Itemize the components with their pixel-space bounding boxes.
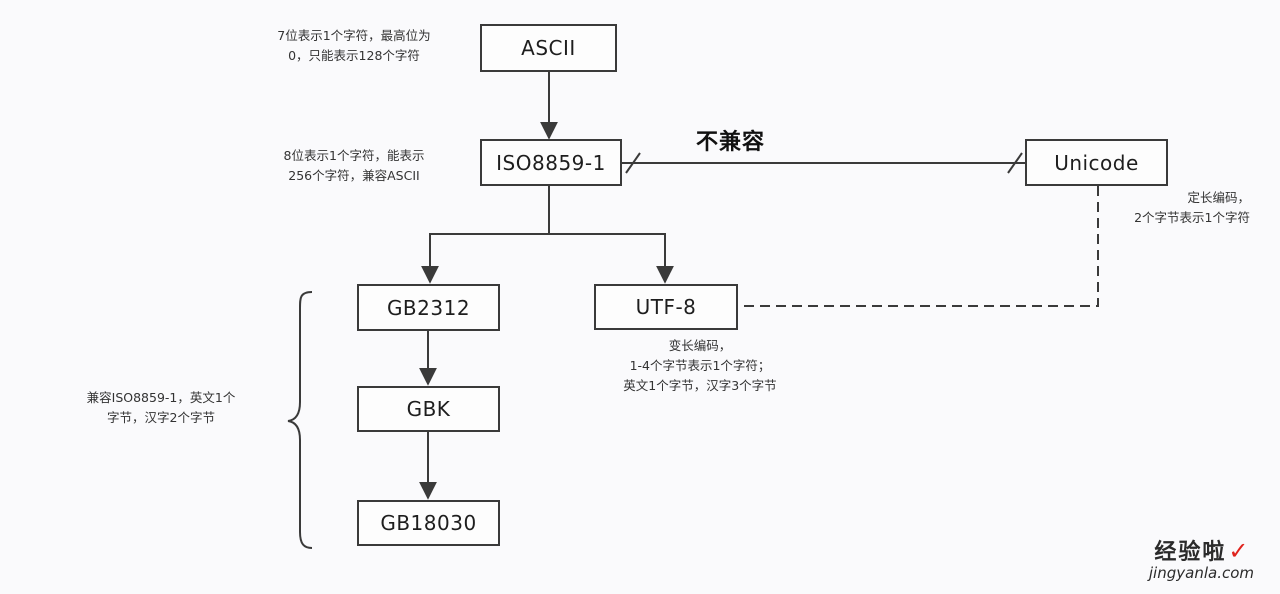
note-utf8: 变长编码， 1-4个字节表示1个字符； 英文1个字节，汉字3个字节 xyxy=(580,336,820,396)
node-ascii: ASCII xyxy=(480,24,617,72)
note-gb-line1: 兼容ISO8859-1，英文1个 xyxy=(86,390,236,405)
checkmark-icon: ✓ xyxy=(1228,537,1249,565)
node-gbk-label: GBK xyxy=(406,397,451,421)
note-utf8-line2: 1-4个字节表示1个字符； xyxy=(629,358,771,373)
note-gb-family: 兼容ISO8859-1，英文1个 字节，汉字2个字节 xyxy=(48,388,274,428)
arrow-iso-branch xyxy=(421,186,550,284)
node-unicode-label: Unicode xyxy=(1054,150,1139,175)
node-gb2312-label: GB2312 xyxy=(386,295,471,320)
gb-family-brace xyxy=(287,291,313,549)
note-utf8-line3: 英文1个字节，汉字3个字节 xyxy=(623,378,777,393)
node-gb2312: GB2312 xyxy=(357,284,500,331)
node-gb18030: GB18030 xyxy=(357,500,500,546)
arrow-iso-to-utf8 xyxy=(549,233,674,284)
note-ascii-line1: 7位表示1个字符，最高位为 xyxy=(277,28,431,43)
node-utf8-label: UTF-8 xyxy=(635,295,697,319)
note-utf8-line1: 变长编码， xyxy=(668,338,732,353)
node-gbk: GBK xyxy=(357,386,500,432)
note-unicode: 定长编码， 2个字节表示1个字符 xyxy=(1060,188,1250,228)
watermark-url: jingyanla.com xyxy=(1148,564,1254,582)
node-ascii-label: ASCII xyxy=(521,36,576,60)
watermark-text: 经验啦 xyxy=(1154,540,1227,565)
note-unicode-line2: 2个字节表示1个字符 xyxy=(1134,210,1250,225)
note-iso-line1: 8位表示1个字符，能表示 xyxy=(283,148,425,163)
node-iso8859-1-label: ISO8859-1 xyxy=(496,150,606,175)
note-iso-line2: 256个字符，兼容ASCII xyxy=(288,168,420,183)
node-utf8: UTF-8 xyxy=(594,284,738,330)
incompatible-tick-right xyxy=(1007,152,1023,174)
dashed-unicode-to-utf8 xyxy=(738,186,1099,307)
note-unicode-line1: 定长编码， xyxy=(1187,190,1250,205)
incompatible-tick-left xyxy=(625,152,641,174)
node-unicode: Unicode xyxy=(1025,139,1168,186)
watermark: 经验啦✓ jingyanla.com xyxy=(1149,534,1254,582)
note-ascii-line2: 0，只能表示128个字符 xyxy=(288,48,420,63)
incompatible-label: 不兼容 xyxy=(696,130,766,155)
note-gb-line2: 字节，汉字2个字节 xyxy=(107,410,215,425)
note-ascii: 7位表示1个字符，最高位为 0，只能表示128个字符 xyxy=(238,26,470,66)
node-gb18030-label: GB18030 xyxy=(380,511,477,535)
node-iso8859-1: ISO8859-1 xyxy=(480,139,622,186)
note-iso8859-1: 8位表示1个字符，能表示 256个字符，兼容ASCII xyxy=(238,146,470,186)
